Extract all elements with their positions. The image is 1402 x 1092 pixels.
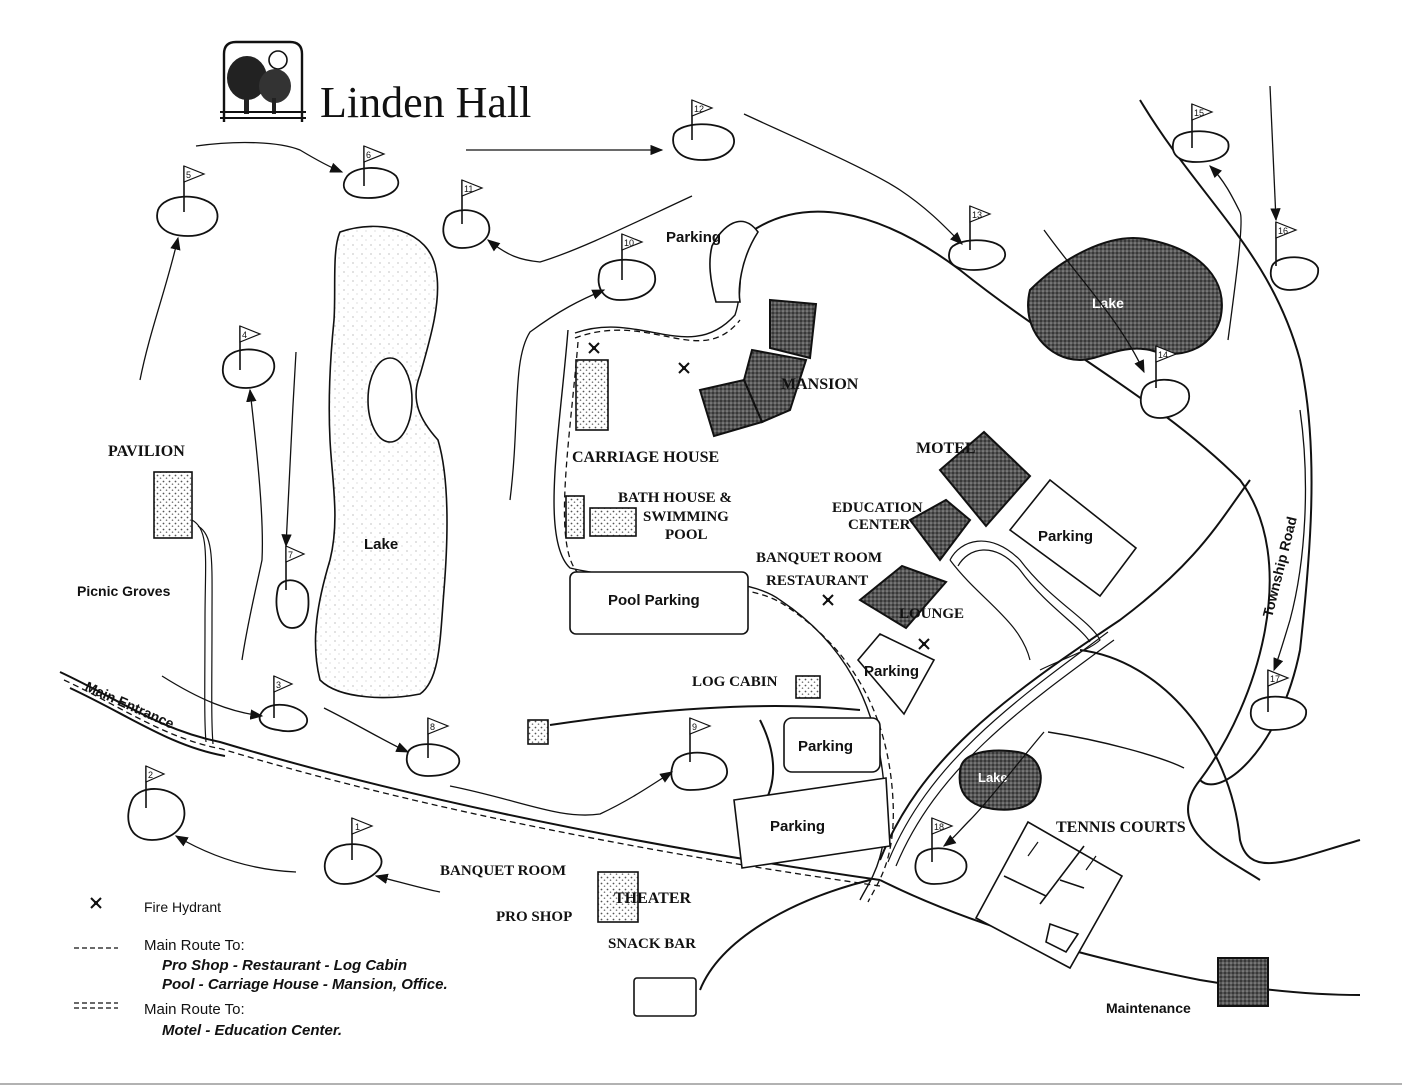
parking-lots: Parking Pool Parking Parking Parking Par… <box>569 220 1138 1017</box>
upper-right-lake-label: Lake <box>1092 295 1124 311</box>
hole-16: 16 <box>1269 221 1319 291</box>
lower-lake-label: Lake <box>978 770 1008 785</box>
hole-number: 18 <box>934 822 944 832</box>
pro-shop-label: PRO SHOP <box>496 909 572 925</box>
banquet-room-theater-label: BANQUET ROOM <box>440 863 566 879</box>
golf-holes: 1 2 3 4 5 6 <box>127 99 1319 885</box>
hole-number: 7 <box>288 550 293 560</box>
restaurant-label: RESTAURANT <box>766 573 868 589</box>
lower-lake <box>958 749 1042 811</box>
hole-17: 17 <box>1250 669 1307 731</box>
banquet-room-label: BANQUET ROOM <box>756 550 882 566</box>
parking-right-label: Parking <box>1038 528 1093 545</box>
fire-hydrant-icon <box>918 638 930 650</box>
lounge-label: LOUNGE <box>899 606 964 622</box>
parking-mid-label: Parking <box>798 738 853 755</box>
hole-3: 3 <box>258 675 309 733</box>
hole-number: 16 <box>1278 226 1288 236</box>
map-title: Linden Hall <box>320 78 531 127</box>
hole-18: 18 <box>914 817 968 885</box>
fire-hydrant-icon <box>588 342 600 354</box>
carriage-house-label: CARRIAGE HOUSE <box>572 449 719 466</box>
legend: Fire Hydrant Main Route To: Pro Shop - R… <box>74 897 448 1039</box>
legend-route1-title: Main Route To: <box>144 937 245 954</box>
hole-number: 9 <box>692 722 697 732</box>
hole-10: 10 <box>597 233 657 301</box>
hole-number: 13 <box>972 210 982 220</box>
maintenance-label: Maintenance <box>1106 1000 1191 1016</box>
parking-pool-label: Pool Parking <box>608 592 700 609</box>
legend-route1-line2: Pool - Carriage House - Mansion, Office. <box>162 976 448 993</box>
hole-number: 8 <box>430 722 435 732</box>
hole-5: 5 <box>156 165 219 237</box>
hole-4: 4 <box>222 325 276 389</box>
bath-house-label-1: BATH HOUSE & <box>618 490 732 506</box>
legend-route1-line1: Pro Shop - Restaurant - Log Cabin <box>162 957 407 974</box>
hole-15: 15 <box>1172 103 1230 163</box>
legend-route2-line1: Motel - Education Center. <box>162 1022 342 1039</box>
log-cabin-label: LOG CABIN <box>692 674 778 690</box>
education-center-label-1: EDUCATION <box>832 500 923 516</box>
tree-logo-icon <box>220 40 306 122</box>
hole-9: 9 <box>670 717 728 791</box>
education-center-label-2: CENTER <box>848 517 911 533</box>
hole-number: 6 <box>366 150 371 160</box>
fire-hydrant-icon <box>822 594 834 606</box>
picnic-groves-label: Picnic Groves <box>77 583 171 599</box>
legend-fire-hydrant: Fire Hydrant <box>144 899 221 915</box>
hole-11: 11 <box>442 179 491 249</box>
hole-number: 17 <box>1270 674 1280 684</box>
hole-number: 2 <box>148 770 153 780</box>
hole-7: 7 <box>275 545 310 629</box>
hole-12: 12 <box>672 99 735 161</box>
bath-house-label-3: POOL <box>665 527 708 543</box>
legend-route2-title: Main Route To: <box>144 1001 245 1018</box>
hole-number: 3 <box>276 680 281 690</box>
tennis-courts-label: TENNIS COURTS <box>1056 819 1186 836</box>
hole-number: 4 <box>242 330 247 340</box>
hole-number: 12 <box>694 104 704 114</box>
hole-number: 1 <box>355 822 360 832</box>
hole-2: 2 <box>127 765 186 841</box>
hole-14: 14 <box>1139 345 1191 419</box>
theater-label: THEATER <box>614 890 692 907</box>
hole-number: 5 <box>186 170 191 180</box>
hole-number: 14 <box>1158 350 1168 360</box>
upper-right-lake <box>1027 237 1223 362</box>
hole-1: 1 <box>323 817 383 885</box>
parking-lower-label: Parking <box>770 818 825 835</box>
parking-lounge-label: Parking <box>864 663 919 680</box>
bath-house-label-2: SWIMMING <box>643 509 729 525</box>
hole-number: 15 <box>1194 108 1204 118</box>
parking-top-label: Parking <box>666 229 721 246</box>
hole-8: 8 <box>406 717 461 777</box>
fire-hydrant-icon <box>90 897 102 909</box>
hole-number: 11 <box>464 184 473 194</box>
buildings: MANSION CARRIAGE HOUSE BATH HOUSE & SWIM… <box>108 298 1269 1016</box>
hole-6: 6 <box>342 145 399 199</box>
fire-hydrant-icon <box>678 362 690 374</box>
motel-label: MOTEL <box>916 440 976 457</box>
routing-arrows <box>139 85 1307 893</box>
hole-13: 13 <box>948 205 1007 271</box>
pavilion-label: PAVILION <box>108 443 185 460</box>
hole-number: 10 <box>624 238 634 248</box>
mansion-label: MANSION <box>781 376 859 393</box>
main-entrance-label: Main Entrance <box>83 678 177 732</box>
fire-hydrants <box>588 342 930 650</box>
snack-bar-label: SNACK BAR <box>608 936 696 952</box>
main-lake-label: Lake <box>364 536 398 553</box>
main-lake <box>314 225 448 699</box>
